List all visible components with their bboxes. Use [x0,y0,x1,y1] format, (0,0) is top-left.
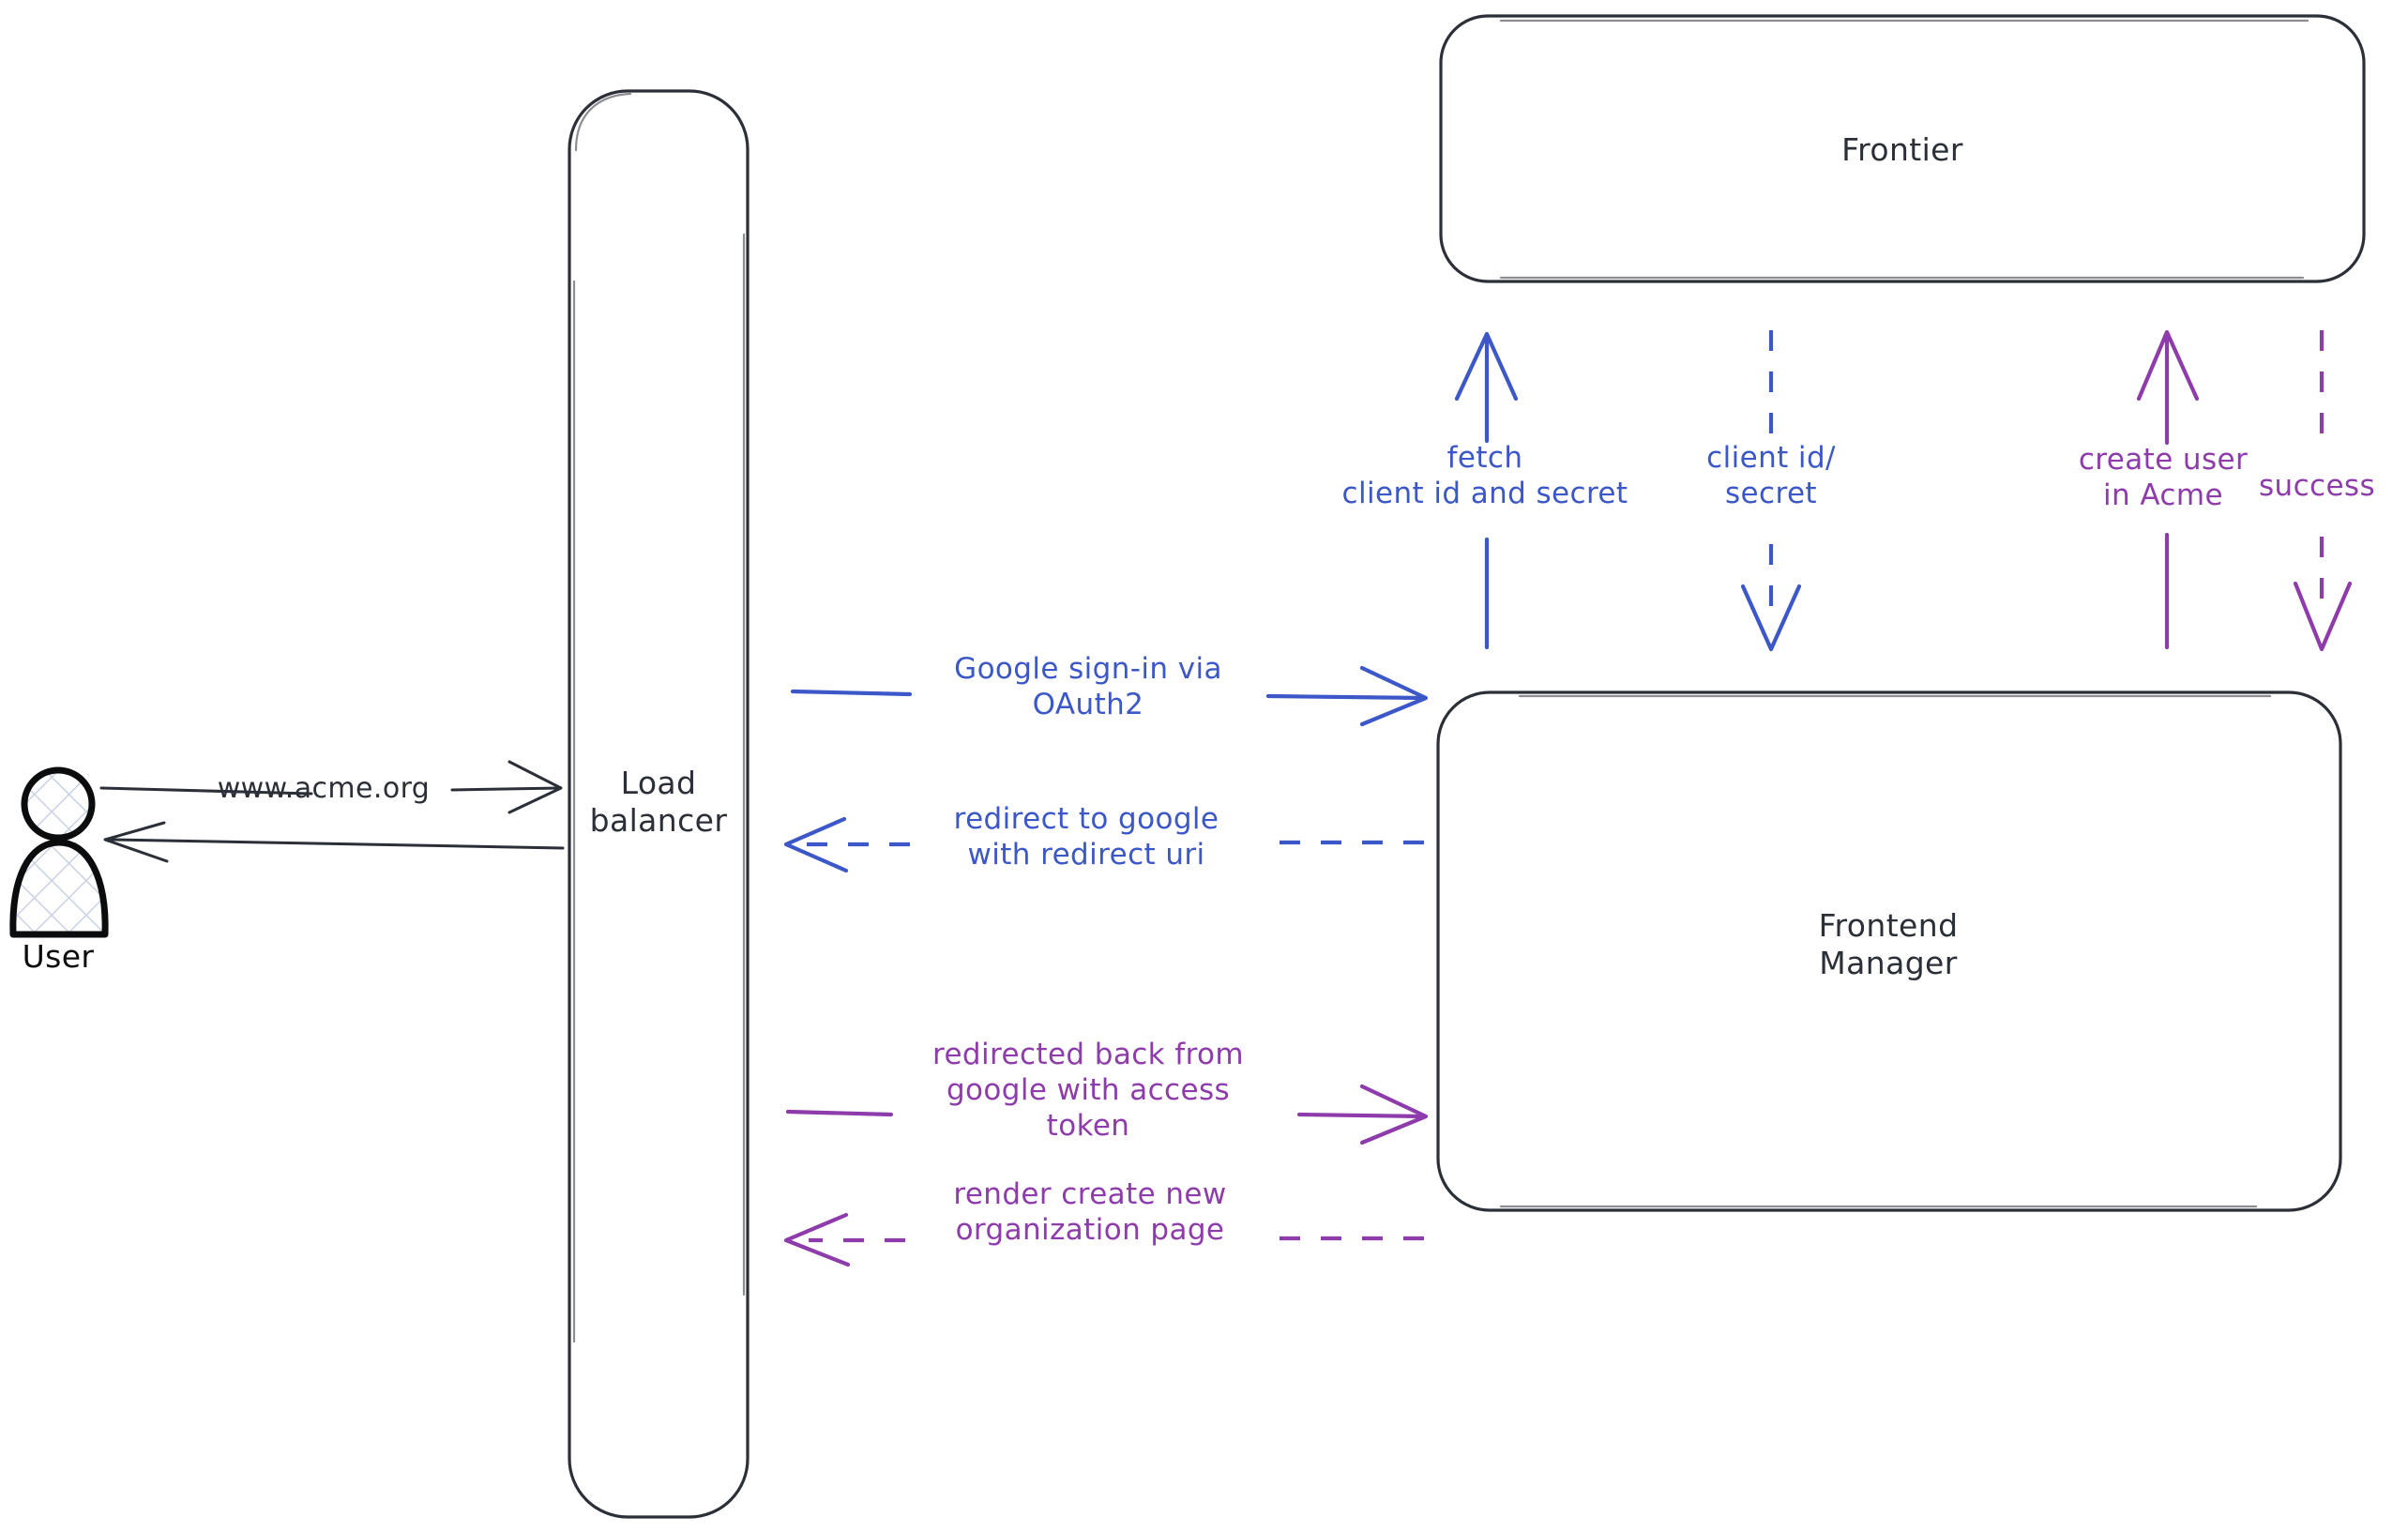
edge-lb-to-fm-signin[interactable] [790,665,1429,727]
edge-redirect-arrowhead [783,816,849,873]
edge-lb-to-fm-token[interactable] [785,1084,1429,1145]
actor-user[interactable] [9,766,109,938]
edge-signin-arrowhead [1359,665,1429,727]
edge-frontier-to-fm-creds[interactable] [1740,330,1802,652]
edge-token-arrowhead [1359,1084,1429,1145]
edge-creds-arrowhead [1740,584,1802,652]
edge-frontier-to-fm-success[interactable] [2293,330,2353,652]
edge-lb-to-user[interactable] [103,821,565,863]
edge-fetch-arrowhead [1454,331,1519,402]
edge-user-to-lb-line-right [450,786,562,792]
frontend-manager-sketch-lines [1499,694,2272,1208]
load-balancer-shape [568,89,750,1519]
edge-success-arrowhead [2293,581,2353,652]
edge-user-to-lb-arrowhead [507,760,563,814]
node-frontier[interactable] [1439,14,2366,283]
user-body-fill [12,842,106,933]
edge-signin-line-right [1265,693,1427,701]
edge-fm-to-lb-render[interactable] [783,1212,1424,1267]
edge-user-to-lb-line-left [99,786,313,796]
user-head-icon [21,766,96,842]
user-head-fill [24,770,92,838]
edge-fm-to-lb-redirect[interactable] [783,816,1424,873]
edge-user-to-lb[interactable] [99,760,563,814]
user-body-icon [9,839,109,938]
frontend-manager-shape [1436,690,2342,1212]
edge-lb-to-user-line [109,838,565,850]
edge-lb-to-user-arrowhead [103,821,169,863]
load-balancer-sketch-lines [572,92,746,1343]
edge-fm-to-frontier-create[interactable] [2136,329,2200,650]
edge-token-line-right [1296,1112,1427,1119]
frontier-sketch-lines [1499,19,2310,280]
edge-render-arrowhead [783,1212,851,1267]
edge-create-arrowhead [2136,329,2200,402]
frontier-shape [1439,14,2366,283]
edge-signin-line-left [790,689,913,697]
edge-token-line-left [785,1109,894,1117]
node-load-balancer[interactable] [568,89,750,1519]
edge-fm-to-frontier-fetch[interactable] [1454,331,1519,650]
node-frontend-manager[interactable] [1436,690,2342,1212]
